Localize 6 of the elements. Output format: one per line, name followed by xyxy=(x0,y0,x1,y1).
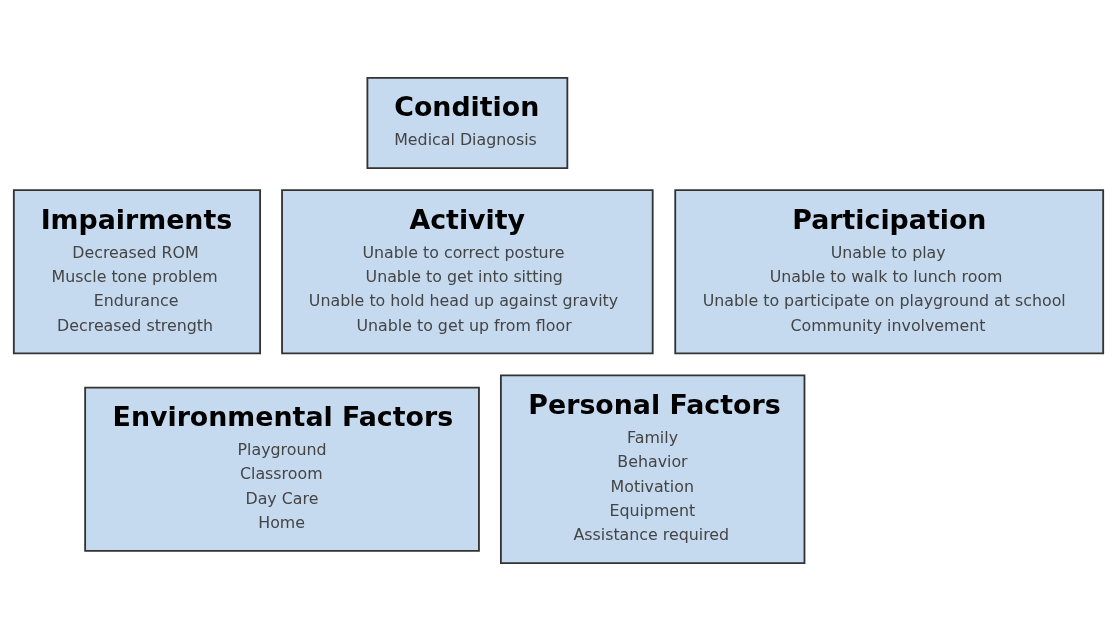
node-box: Impairments Decreased ROM Muscle tone problem Endurance Decreased strength xyxy=(12,188,261,354)
node-box: Participation Unable to play Unable to walk to lunch room Unable to participate on playground at school Community involvement xyxy=(674,188,1105,354)
node-box: Environmental Factors Playground Classroom Day Care Home xyxy=(84,386,480,552)
node-box: Activity Unable to correct posture Unable to get into sitting Unable to hold head up against gravity Unable to get up from floor xyxy=(281,188,654,354)
node-box: Personal Factors Family Behavior Motivation Equipment Assistance required xyxy=(499,373,806,564)
node-box: Condition Medical Diagnosis xyxy=(366,76,569,169)
